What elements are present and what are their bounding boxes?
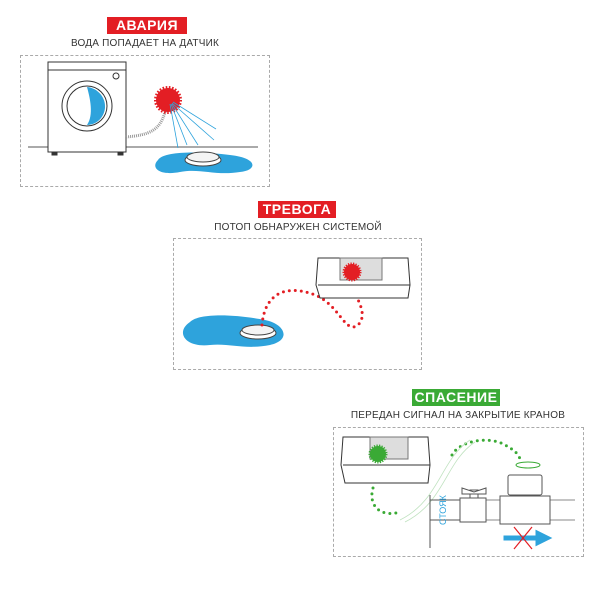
badge-accident: АВАРИЯ [107,17,187,34]
water-spray [169,101,217,149]
subtitle-accident: ВОДА ПОПАДАЕТ НА ДАТЧИК [71,38,219,49]
wall-curve [399,439,476,523]
blocked-flow-arrow-icon [503,526,553,550]
controller-unit-icon [340,436,431,484]
panel-rescue [333,427,584,557]
riser-label: СТОЯК [438,494,448,525]
subtitle-rescue: ПЕРЕДАН СИГНАЛ НА ЗАКРЫТИЕ КРАНОВ [350,410,566,421]
leak-sensor-icon [239,324,277,340]
panel-alarm [173,238,422,370]
panel-accident [20,55,270,187]
signal-dots-green [370,438,522,515]
leak-sensor-icon [184,151,222,167]
rotation-arrow-icon [515,461,541,469]
signal-dots-red [260,286,364,329]
badge-rescue: СПАСЕНИЕ [412,389,500,406]
red-alarm-burst-icon [154,86,182,114]
badge-alarm: ТРЕВОГА [258,201,336,218]
subtitle-alarm: ПОТОП ОБНАРУЖЕН СИСТЕМОЙ [214,222,382,233]
washing-machine-illustration [28,61,258,156]
controller-unit-icon [315,257,411,299]
motorized-valve-icon [499,461,551,525]
manual-ball-valve-icon [459,487,487,523]
